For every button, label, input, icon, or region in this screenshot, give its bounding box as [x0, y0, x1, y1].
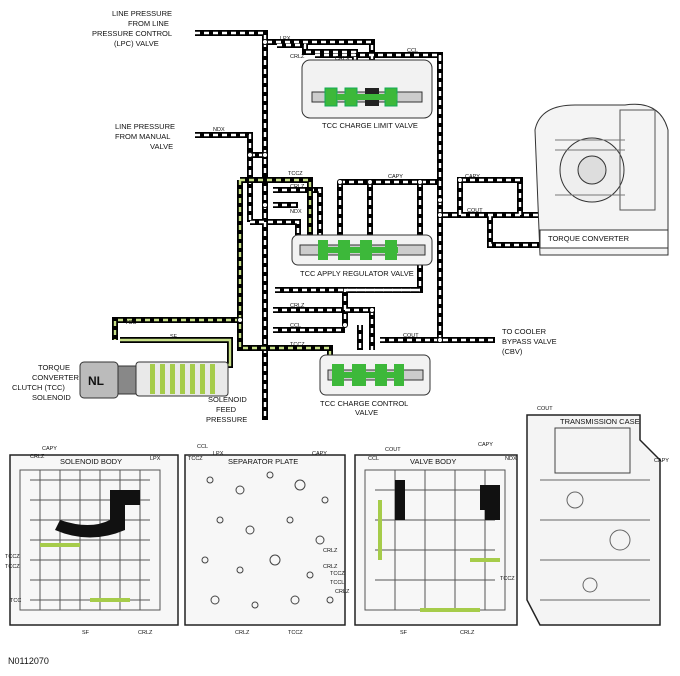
tag-cout-low: COUT — [403, 333, 419, 339]
panel-transmission-case: TRANSMISSION CASE — [560, 417, 640, 426]
charge-control-valve-line1: TCC CHARGE CONTROL — [320, 399, 408, 408]
tag-capy-right: CAPY — [465, 174, 480, 180]
sb-crlz2: CRLZ — [138, 630, 153, 636]
valve-body-panel: VALVE BODY CCL COUT CAPY NDX TCCZ TCCL C… — [330, 442, 518, 636]
lpc-line3: PRESSURE CONTROL — [92, 29, 172, 38]
tcc-solenoid: NL — [79, 361, 229, 399]
tag-tccz-mid: TCCZ — [288, 171, 303, 177]
vb-tccz: TCCZ — [330, 571, 345, 577]
tag-capy-mid: CAPY — [388, 174, 403, 180]
tag-cout-right: COUT — [467, 208, 483, 214]
tag-crlz-top: CRLZ — [290, 54, 305, 60]
tag-ccl-top: CCL — [407, 48, 418, 54]
figure-id: N0112070 — [8, 656, 49, 666]
solenoid-body-panel: SOLENOID BODY CAPY CRLZ LPX TCCZ TCCZ TC… — [5, 446, 179, 636]
vb-cout: COUT — [385, 447, 401, 453]
feed-line2: FEED — [216, 405, 237, 414]
torque-converter: TORQUE CONVERTER — [534, 103, 669, 256]
cooler-line1: TO COOLER — [502, 327, 547, 336]
solenoid-line4: SOLENOID — [32, 393, 71, 402]
tag-tcc: TCC — [125, 320, 136, 326]
sb-tccz2: TCCZ — [5, 564, 20, 570]
lpc-line2: FROM LINE — [128, 19, 169, 28]
sb-tccz1: TCCZ — [5, 554, 20, 560]
vb-sf: SF — [400, 630, 408, 636]
transmission-case-panel: TRANSMISSION CASE COUT CAPY — [526, 406, 669, 626]
tag-crlz-mid: CRLZ — [290, 184, 305, 190]
sp-capy: CAPY — [312, 451, 327, 457]
panel-solenoid-body: SOLENOID BODY — [60, 457, 122, 466]
sp-tccz: TCCZ — [188, 456, 203, 462]
torque-converter-label: TORQUE CONVERTER — [548, 234, 630, 243]
sb-capy: CAPY — [42, 446, 57, 452]
vb-tccz2: TCCZ — [500, 576, 515, 582]
vb-crlz2: CRLZ — [460, 630, 475, 636]
panel-separator-plate: SEPARATOR PLATE — [228, 457, 298, 466]
vb-tccl: TCCL — [330, 580, 344, 586]
tag-ndx-top: NDX — [213, 127, 225, 133]
sb-lpx: LPX — [150, 456, 161, 462]
charge-control-valve-line2: VALVE — [355, 408, 378, 417]
manual-line2: FROM MANUAL — [115, 132, 170, 141]
circuit-tags: LPX CCL CRLZ CRLX NDX TCCZ CRLZ NDX CAPY… — [125, 36, 483, 348]
callout-labels: LINE PRESSURE FROM LINE PRESSURE CONTROL… — [12, 9, 557, 424]
junction-dots — [237, 39, 463, 343]
charge-limit-valve-label: TCC CHARGE LIMIT VALVE — [322, 121, 418, 130]
solenoid-tag: NL — [88, 374, 104, 388]
tag-ccl-low: CCL — [290, 323, 301, 329]
vb-ndx: NDX — [505, 456, 517, 462]
lpc-line4: (LPC) VALVE — [114, 39, 159, 48]
tag-crlx: CRLX — [335, 56, 350, 62]
sb-tcc: TCC — [10, 598, 21, 604]
sb-sf: SF — [82, 630, 90, 636]
tcc-apply-regulator-valve: TCC APPLY REGULATOR VALVE — [291, 234, 433, 278]
tcc-charge-control-valve: TCC CHARGE CONTROL VALVE — [319, 354, 431, 417]
tag-ndx-mid: NDX — [290, 209, 302, 215]
sp-crlz1: CRLZ — [323, 548, 338, 554]
sp-ccl: CCL — [197, 444, 208, 450]
feed-line1: SOLENOID — [208, 395, 247, 404]
tc-cout: COUT — [537, 406, 553, 412]
tcc-charge-limit-valve: TCC CHARGE LIMIT VALVE — [301, 59, 433, 130]
solenoid-line2: CONVERTER — [32, 373, 80, 382]
apply-regulator-valve-label: TCC APPLY REGULATOR VALVE — [300, 269, 414, 278]
panel-valve-body: VALVE BODY — [410, 457, 456, 466]
vb-ccl: CCL — [368, 456, 379, 462]
tag-sf: SF — [170, 334, 178, 340]
tag-lpx: LPX — [280, 36, 291, 42]
separator-plate-panel: SEPARATOR PLATE CCL LPX TCCZ CAPY CRLZ C… — [184, 444, 346, 636]
tag-tccz-low: TCCZ — [290, 342, 305, 348]
manual-line3: VALVE — [150, 142, 173, 151]
sp-crlz3: CRLZ — [235, 630, 250, 636]
tag-crlz-low: CRLZ — [290, 303, 305, 309]
cooler-line2: BYPASS VALVE — [502, 337, 557, 346]
manual-line1: LINE PRESSURE — [115, 122, 175, 131]
sp-lpx: LPX — [213, 451, 224, 457]
cooler-line3: (CBV) — [502, 347, 523, 356]
sp-tccz2: TCCZ — [288, 630, 303, 636]
sb-crlz: CRLZ — [30, 454, 45, 460]
lpc-line1: LINE PRESSURE — [112, 9, 172, 18]
solenoid-line3: CLUTCH (TCC) — [12, 383, 65, 392]
vb-capy: CAPY — [478, 442, 493, 448]
feed-line3: PRESSURE — [206, 415, 247, 424]
tc-capy: CAPY — [654, 458, 669, 464]
vb-crlz: CRLZ — [335, 589, 350, 595]
solenoid-line1: TORQUE — [38, 363, 70, 372]
sp-crlz2: CRLZ — [323, 564, 338, 570]
hydraulic-passages — [112, 30, 540, 420]
